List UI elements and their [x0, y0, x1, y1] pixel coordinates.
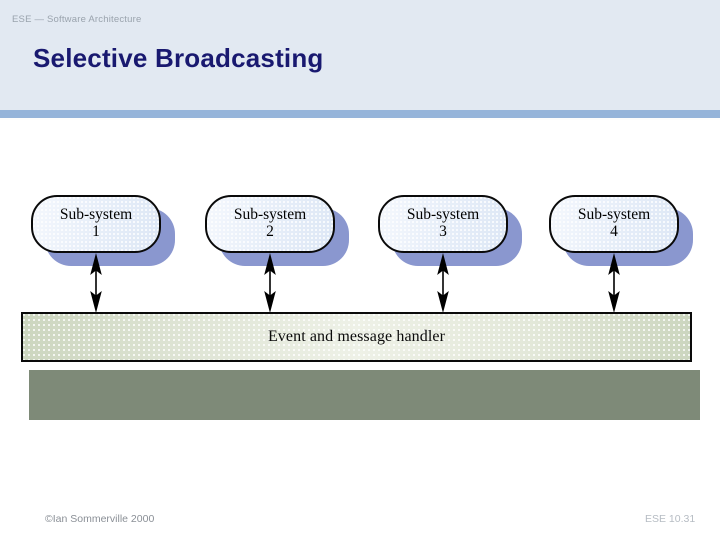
connector-arrow-3	[437, 253, 449, 313]
header-rule	[0, 110, 720, 118]
subsystem-label: Sub-system	[233, 205, 307, 223]
subsystem-node-3[interactable]: Sub-system 3	[378, 195, 522, 266]
subsystem-node-4[interactable]: Sub-system 4	[549, 195, 693, 266]
handler-bar-shadow	[29, 370, 700, 420]
subsystem-number: 4	[610, 223, 618, 241]
connector-arrow-2	[264, 253, 276, 313]
subsystem-label: Sub-system	[577, 205, 651, 223]
subsystem-node-1[interactable]: Sub-system 1	[31, 195, 175, 266]
node-body: Sub-system 4	[549, 195, 679, 253]
node-body: Sub-system 1	[31, 195, 161, 253]
node-body: Sub-system 2	[205, 195, 335, 253]
node-body: Sub-system 3	[378, 195, 508, 253]
subsystem-number: 1	[92, 223, 100, 241]
footer-copyright: ©Ian Sommerville 2000	[45, 513, 155, 525]
header-band	[0, 0, 720, 110]
connector-arrow-4	[608, 253, 620, 313]
page-title: Selective Broadcasting	[33, 43, 324, 73]
subsystem-number: 3	[439, 223, 447, 241]
handler-bar-label: Event and message handler	[267, 328, 446, 345]
subsystem-node-2[interactable]: Sub-system 2	[205, 195, 349, 266]
header-rule-highlight	[0, 118, 720, 120]
footer-slide-ref: ESE 10.31	[645, 513, 696, 525]
subsystem-label: Sub-system	[406, 205, 480, 223]
course-label: ESE — Software Architecture	[12, 14, 142, 25]
architecture-diagram: Sub-system 1 Sub-system 2 Sub-system 3 S…	[0, 120, 720, 450]
subsystem-label: Sub-system	[59, 205, 133, 223]
subsystem-number: 2	[266, 223, 274, 241]
connector-arrow-1	[90, 253, 102, 313]
handler-bar[interactable]: Event and message handler	[21, 312, 692, 362]
